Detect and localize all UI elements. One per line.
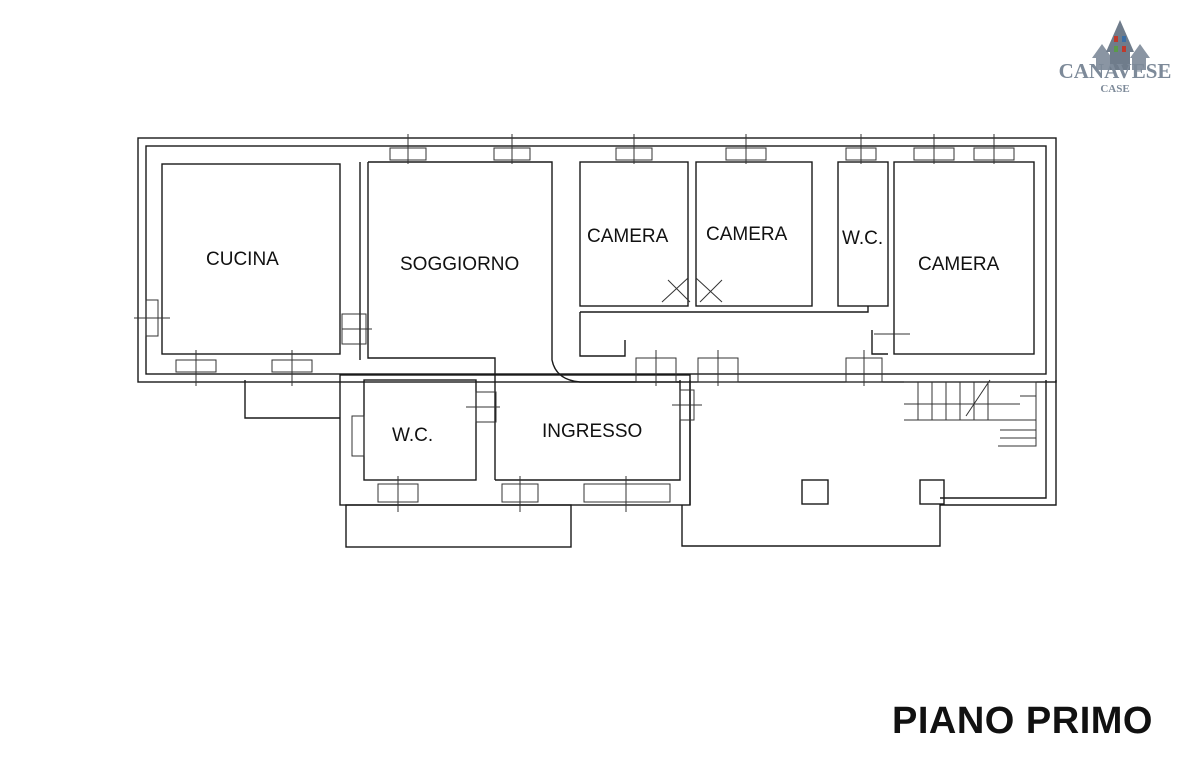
floor-title: PIANO PRIMO [892, 700, 1153, 742]
room-camera-3 [893, 161, 1035, 355]
logo-sub: CASE [1100, 83, 1129, 95]
corridor [579, 306, 888, 357]
windows [134, 134, 1015, 512]
label-wc-upper: W.C. [842, 228, 883, 249]
label-camera-3: CAMERA [918, 254, 1000, 275]
room-soggiorno [359, 161, 681, 480]
logo-name: CANAVESE [1059, 59, 1172, 83]
label-ingresso: INGRESSO [542, 421, 642, 442]
label-soggiorno: SOGGIORNO [400, 254, 519, 275]
label-camera-1: CAMERA [587, 226, 669, 247]
room-cucina [161, 163, 341, 355]
room-wc-upper [837, 161, 889, 307]
staircase [904, 379, 1037, 447]
label-camera-2: CAMERA [706, 224, 788, 245]
label-wc-lower: W.C. [392, 425, 433, 446]
room-wc-lower [351, 379, 477, 481]
door-swings [661, 277, 723, 303]
logo-houses-icon [1092, 20, 1150, 70]
outer-walls [137, 137, 1057, 548]
label-cucina: CUCINA [206, 249, 279, 270]
pillars [801, 479, 945, 505]
room-camera-2 [695, 161, 813, 307]
canavese-case-logo: CANAVESE CASE [1040, 12, 1190, 102]
